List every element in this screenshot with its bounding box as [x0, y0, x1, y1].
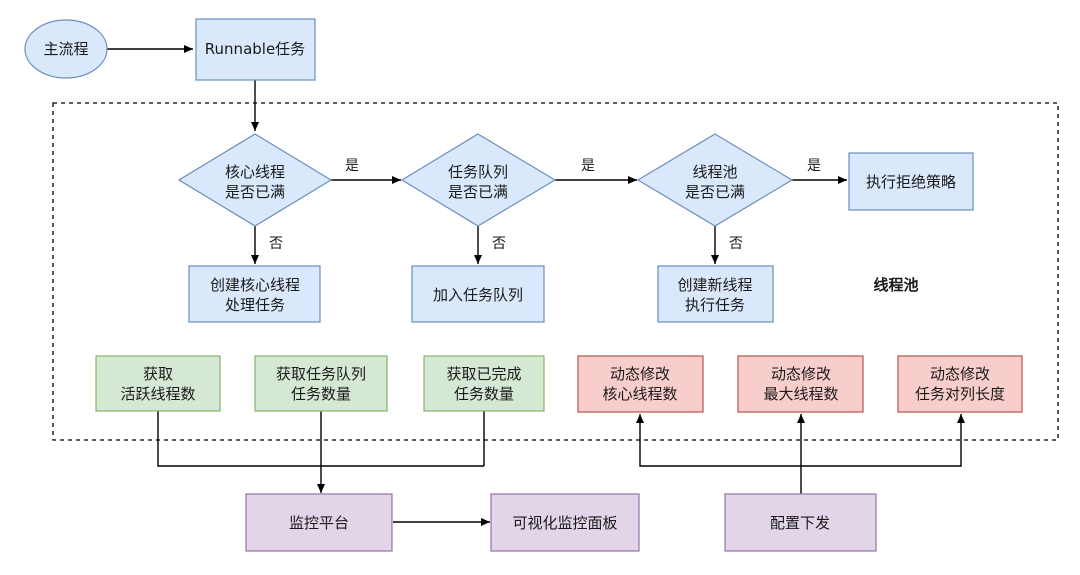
node-pool-full: 线程池 是否已满 — [636, 133, 794, 227]
create-core-line1: 创建核心线程 — [210, 276, 300, 294]
thread-pool-boundary — [52, 102, 1059, 441]
node-create-core: 创建核心线程 处理任务 — [188, 265, 321, 323]
edge-label-yes-2: 是 — [581, 158, 595, 174]
core-full-line1: 核心线程 — [225, 163, 285, 181]
edge-config-right — [801, 414, 965, 467]
node-main-flow: 主流程 — [24, 19, 108, 79]
edge-active-to-merge — [157, 411, 484, 467]
node-create-new: 创建新线程 执行任务 — [657, 265, 774, 323]
node-mod-core: 动态修改 核心线程数 — [577, 355, 704, 413]
node-runnable-task: Runnable任务 — [195, 18, 316, 81]
node-config: 配置下发 — [724, 493, 877, 552]
node-mod-max: 动态修改 最大线程数 — [737, 355, 864, 413]
edge-label-yes-1: 是 — [345, 158, 359, 174]
edge-config-left — [636, 414, 801, 467]
core-full-line2: 是否已满 — [225, 183, 285, 201]
mod-core-line2: 核心线程数 — [602, 385, 677, 403]
get-done-count-line2: 任务数量 — [454, 385, 514, 403]
node-reject: 执行拒绝策略 — [848, 152, 974, 211]
mod-queue-line2: 任务对列长度 — [915, 385, 1005, 403]
get-queue-count-line1: 获取任务队列 — [276, 365, 366, 383]
queue-full-line2: 是否已满 — [448, 183, 508, 201]
node-get-queue-count: 获取任务队列 任务数量 — [254, 355, 388, 412]
create-core-line2: 处理任务 — [225, 296, 285, 314]
node-core-full: 核心线程 是否已满 — [177, 133, 333, 227]
thread-pool-label: 线程池 — [873, 276, 918, 294]
edge-label-no-2: 否 — [492, 236, 506, 252]
edge-label-no-1: 否 — [269, 236, 283, 252]
get-queue-count-line2: 任务数量 — [291, 385, 351, 403]
node-dashboard: 可视化监控面板 — [490, 493, 640, 552]
add-queue-label: 加入任务队列 — [433, 286, 523, 304]
node-queue-full: 任务队列 是否已满 — [400, 133, 557, 227]
edge-label-no-3: 否 — [729, 236, 743, 252]
mod-queue-line1: 动态修改 — [930, 365, 990, 383]
dashboard-label: 可视化监控面板 — [512, 514, 617, 532]
pool-full-line2: 是否已满 — [685, 183, 745, 201]
node-mod-queue: 动态修改 任务对列长度 — [897, 355, 1023, 413]
edge-label-yes-3: 是 — [807, 158, 821, 174]
mod-core-line1: 动态修改 — [610, 365, 670, 383]
main-flow-label: 主流程 — [43, 40, 88, 58]
get-active-line1: 获取 — [143, 365, 173, 383]
node-get-done-count: 获取已完成 任务数量 — [423, 355, 545, 412]
config-label: 配置下发 — [770, 514, 830, 532]
monitor-label: 监控平台 — [289, 514, 349, 532]
reject-label: 执行拒绝策略 — [866, 173, 956, 191]
get-done-count-line1: 获取已完成 — [446, 365, 521, 383]
mod-max-line2: 最大线程数 — [763, 385, 838, 403]
create-new-line2: 执行任务 — [685, 296, 745, 314]
get-active-line2: 活跃线程数 — [120, 385, 195, 403]
queue-full-line1: 任务队列 — [448, 163, 508, 181]
mod-max-line1: 动态修改 — [771, 365, 831, 383]
node-monitor: 监控平台 — [245, 493, 393, 552]
node-get-active: 获取 活跃线程数 — [95, 355, 221, 412]
pool-full-line1: 线程池 — [692, 163, 737, 181]
runnable-task-label: Runnable任务 — [205, 40, 305, 58]
node-add-queue: 加入任务队列 — [411, 265, 545, 323]
create-new-line1: 创建新线程 — [677, 276, 752, 294]
